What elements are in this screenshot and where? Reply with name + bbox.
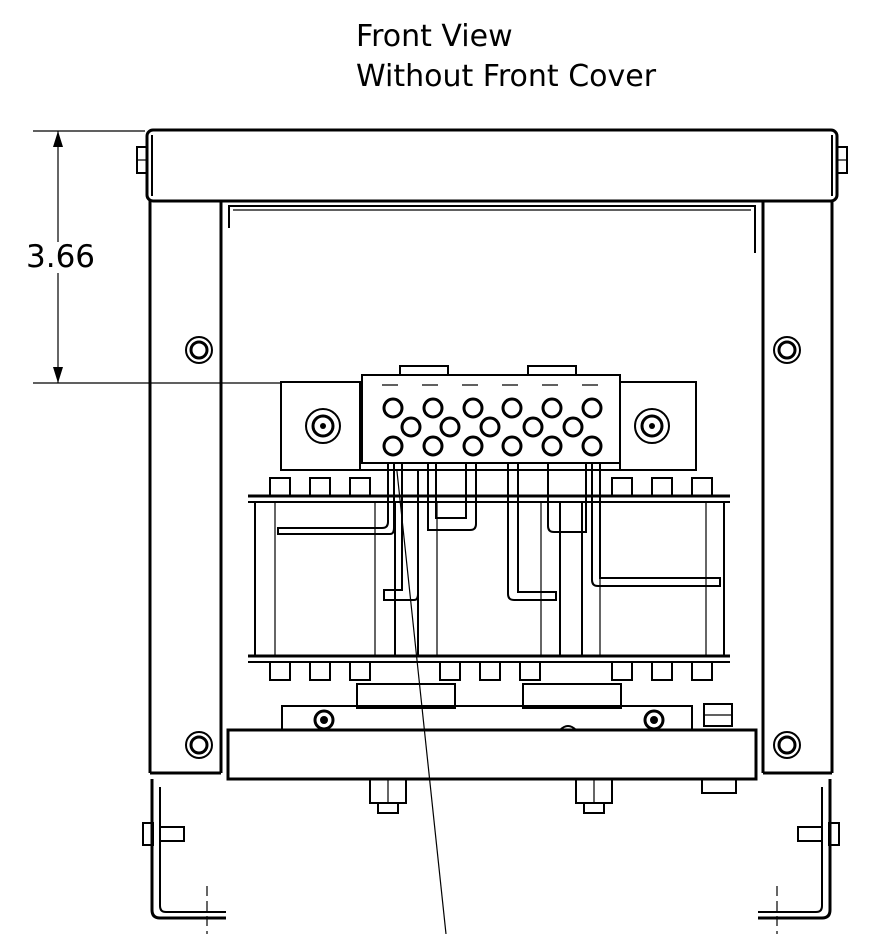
leader-line [395,461,447,934]
dimension-label: 3.66 [24,239,98,275]
reactor-coils [248,477,730,709]
drawing-subtitle: Without Front Cover [356,59,657,94]
enclosure-walls [148,201,834,775]
mounting-holes [185,336,801,759]
wiring-leads [277,463,721,601]
top-cap [136,128,848,203]
bottom-bracket [142,779,840,934]
terminal-block [280,365,697,471]
base-plate [226,703,758,814]
drawing-title: Front View [356,19,513,54]
